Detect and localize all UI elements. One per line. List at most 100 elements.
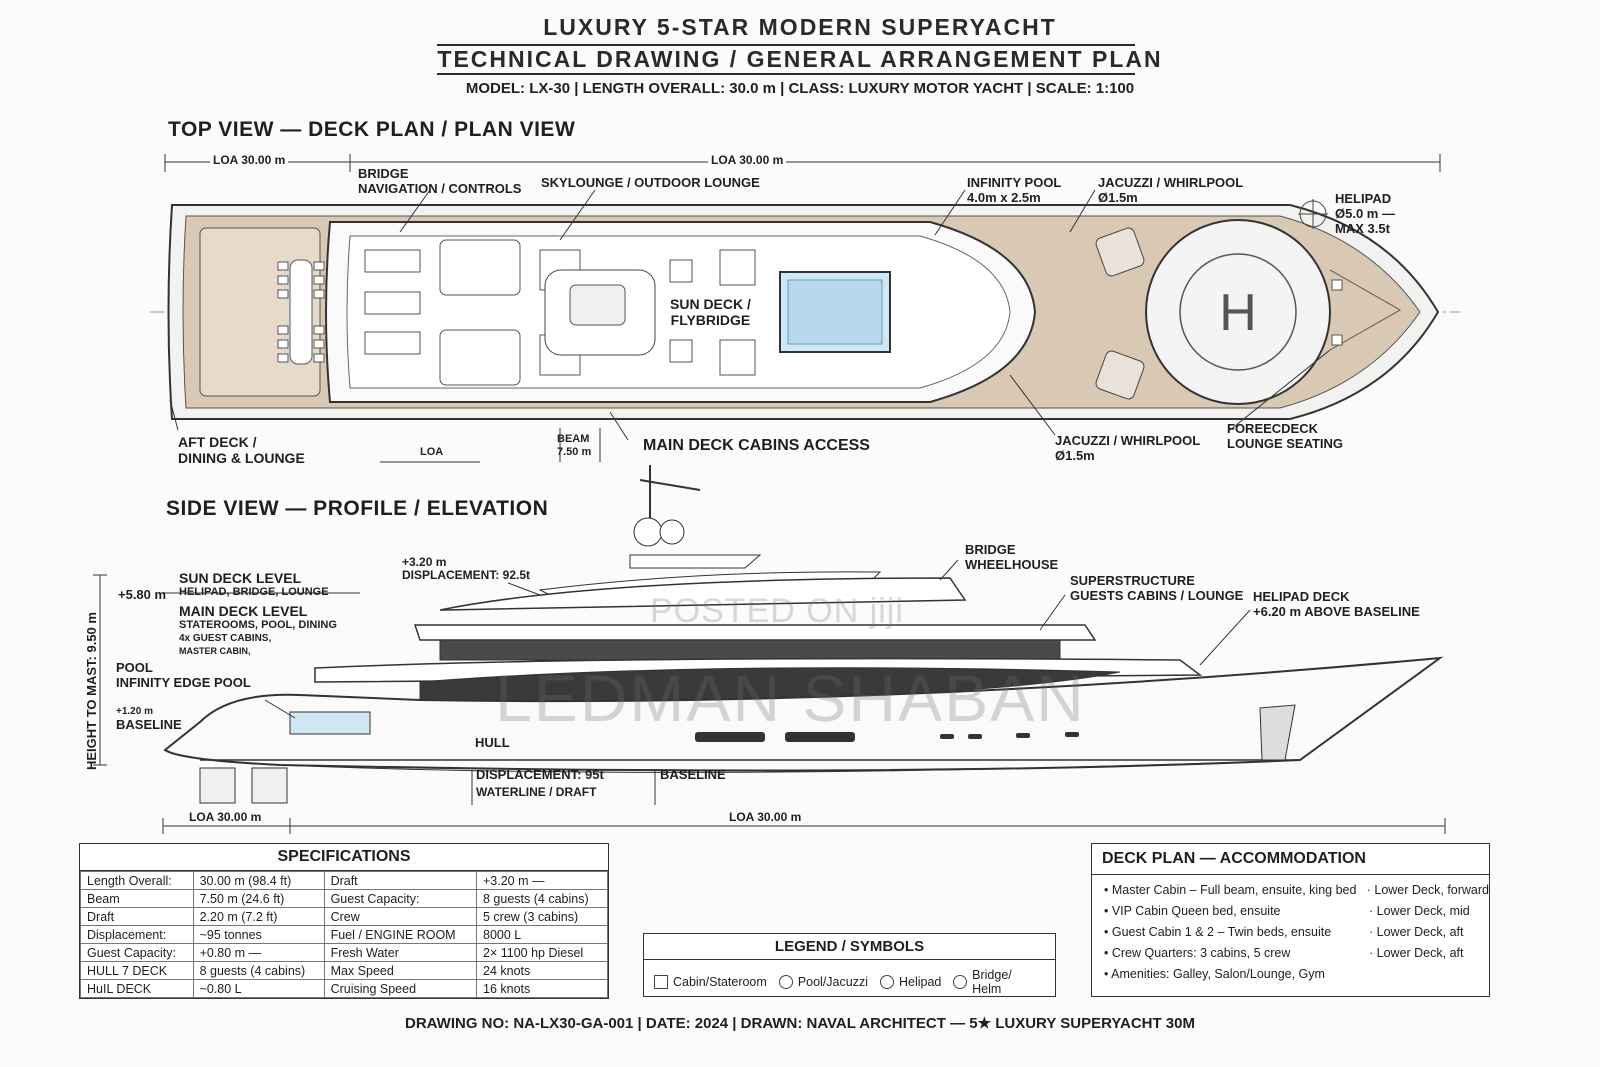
spec-row: Length Overall:30.00 m (98.4 ft)Draft+3.… xyxy=(80,871,608,890)
accommodation-item-description: • VIP Cabin Queen bed, ensuite xyxy=(1104,903,1281,918)
top-dim-loa-left: LOA 30.00 m xyxy=(210,153,289,167)
label-skylounge: SKYLOUNGE / OUTDOOR LOUNGE xyxy=(541,175,760,190)
bridge-symbol-icon xyxy=(953,975,968,989)
spec-cell: HuIL DECK xyxy=(80,979,194,998)
legend-panel: LEGEND / SYMBOLS Cabin/Stateroom Pool/Ja… xyxy=(643,933,1056,997)
drawing-footer: DRAWING NO: NA-LX30-GA-001 | DATE: 2024 … xyxy=(405,1015,1195,1032)
spec-cell: 7.50 m (24.6 ft) xyxy=(192,889,325,908)
label-level-580: +5.80 m xyxy=(118,587,167,602)
label-aft-deck: AFT DECK /DINING & LOUNGE xyxy=(178,434,305,466)
legend-items: Cabin/Stateroom Pool/Jacuzzi Helipad Bri… xyxy=(644,960,1055,996)
spec-cell: 30.00 m (98.4 ft) xyxy=(192,871,325,890)
spec-cell: 24 knots xyxy=(476,961,608,980)
watermark-posted: POSTED ON jiji xyxy=(650,592,904,630)
top-dim-loa-main: LOA 30.00 m xyxy=(708,153,787,167)
accommodation-item: • Master Cabin – Full beam, ensuite, kin… xyxy=(1092,879,1489,900)
accommodation-panel: DECK PLAN — ACCOMMODATION • Master Cabin… xyxy=(1091,843,1490,997)
spec-cell: ~0.80 L xyxy=(192,979,325,998)
spec-cell: Displacement: xyxy=(80,925,194,944)
label-main-deck-cabins-access: MAIN DECK CABINS ACCESS xyxy=(643,437,870,454)
specifications-title: SPECIFICATIONS xyxy=(80,844,608,871)
subtitle-underline xyxy=(437,73,1135,75)
accommodation-item: • Guest Cabin 1 & 2 – Twin beds, ensuite… xyxy=(1092,921,1489,942)
label-loa-small: LOA xyxy=(420,446,444,458)
label-sun-deck-flybridge: SUN DECK /FLYBRIDGE xyxy=(670,296,751,328)
spec-cell: Length Overall: xyxy=(80,871,194,890)
spec-cell: ~95 tonnes xyxy=(192,925,325,944)
label-baseline: BASELINE xyxy=(660,767,726,782)
accommodation-item-description: • Amenities: Galley, Salon/Lounge, Gym xyxy=(1104,966,1325,981)
accommodation-title: DECK PLAN — ACCOMMODATION xyxy=(1092,844,1489,875)
side-view-heading: SIDE VIEW — PROFILE / ELEVATION xyxy=(166,497,549,520)
spec-cell: +3.20 m — xyxy=(476,871,608,890)
accommodation-item-location: · Lower Deck, aft xyxy=(1369,924,1464,939)
drawing-title: LUXURY 5-STAR MODERN SUPERYACHT xyxy=(543,14,1057,40)
label-level-120: +1.20 m xyxy=(116,706,153,717)
side-view-drawing xyxy=(93,465,1446,834)
model-meta-line: MODEL: LX-30 | LENGTH OVERALL: 30.0 m | … xyxy=(465,80,1135,97)
label-main-deck-level: MAIN DECK LEVEL STATEROOMS, POOL, DINING… xyxy=(179,603,337,657)
drawing-subtitle: TECHNICAL DRAWING / GENERAL ARRANGEMENT … xyxy=(437,46,1163,72)
specifications-panel: SPECIFICATIONS Length Overall:30.00 m (9… xyxy=(79,843,609,999)
spec-cell: Crew xyxy=(323,907,478,926)
label-helipad-deck: HELIPAD DECK+6.20 m ABOVE BASELINE xyxy=(1253,589,1420,619)
spec-cell: +0.80 m — xyxy=(192,943,325,962)
spec-cell: 2.20 m (7.2 ft) xyxy=(192,907,325,926)
accommodation-item-description: • Crew Quarters: 3 cabins, 5 crew xyxy=(1104,945,1291,960)
spec-cell: Beam xyxy=(80,889,194,908)
label-waterline: WATERLINE / DRAFT xyxy=(476,785,597,799)
specifications-table: Length Overall:30.00 m (98.4 ft) Draft +3.… xyxy=(80,871,608,998)
accommodation-item-description: • Guest Cabin 1 & 2 – Twin beds, ensuite xyxy=(1104,924,1332,939)
spec-cell: 2× 1100 hp Diesel xyxy=(476,943,608,962)
top-view-drawing: H xyxy=(150,154,1460,463)
side-dim-loa-left: LOA 30.00 m xyxy=(186,810,265,824)
spec-cell: Cruising Speed xyxy=(323,979,478,998)
watermark-name: LEDMAN SHABAN xyxy=(495,661,1086,735)
accommodation-item-location: · Lower Deck, forward xyxy=(1366,882,1489,897)
svg-text:H: H xyxy=(1219,284,1257,342)
spec-cell: 8000 L xyxy=(476,925,608,944)
legend-title: LEGEND / SYMBOLS xyxy=(644,934,1055,960)
spec-cell: 8 guests (4 cabins) xyxy=(192,961,325,980)
helipad-symbol-icon xyxy=(880,975,894,989)
legend-item-bridge: Bridge/ Helm xyxy=(953,968,1043,996)
spec-cell: Draft xyxy=(80,907,194,926)
side-dim-loa-main: LOA 30.00 m xyxy=(726,810,805,824)
accommodation-item: • Crew Quarters: 3 cabins, 5 crew · Lower… xyxy=(1092,942,1489,963)
spec-cell: HULL 7 DECK xyxy=(80,961,194,980)
accommodation-item-description: • Master Cabin – Full beam, ensuite, kin… xyxy=(1104,882,1357,897)
legend-item-cabin: Cabin/Stateroom xyxy=(654,968,767,996)
top-view-heading: TOP VIEW — DECK PLAN / PLAN VIEW xyxy=(168,118,576,141)
cabin-symbol-icon xyxy=(654,975,668,989)
accommodation-item-location: · Lower Deck, aft xyxy=(1369,945,1464,960)
label-hull: HULL xyxy=(475,735,510,750)
spec-cell: 5 crew (3 cabins) xyxy=(476,907,608,926)
spec-cell: 8 guests (4 cabins) xyxy=(476,889,608,908)
pool-symbol-icon xyxy=(778,975,793,989)
accommodation-item: • Amenities: Galley, Salon/Lounge, Gym xyxy=(1092,963,1489,984)
label-baseline-left: BASELINE xyxy=(116,717,182,732)
legend-item-helipad: Helipad xyxy=(880,968,941,996)
accommodation-item: • VIP Cabin Queen bed, ensuite· Lower De… xyxy=(1092,900,1489,921)
spec-cell: 16 knots xyxy=(476,979,608,998)
label-displacement: DISPLACEMENT: 95t xyxy=(476,767,604,782)
spec-cell: Max Speed xyxy=(323,961,478,980)
title-underline xyxy=(437,44,1135,46)
accommodation-list: • Master Cabin – Full beam, ensuite, kin… xyxy=(1092,875,1489,984)
